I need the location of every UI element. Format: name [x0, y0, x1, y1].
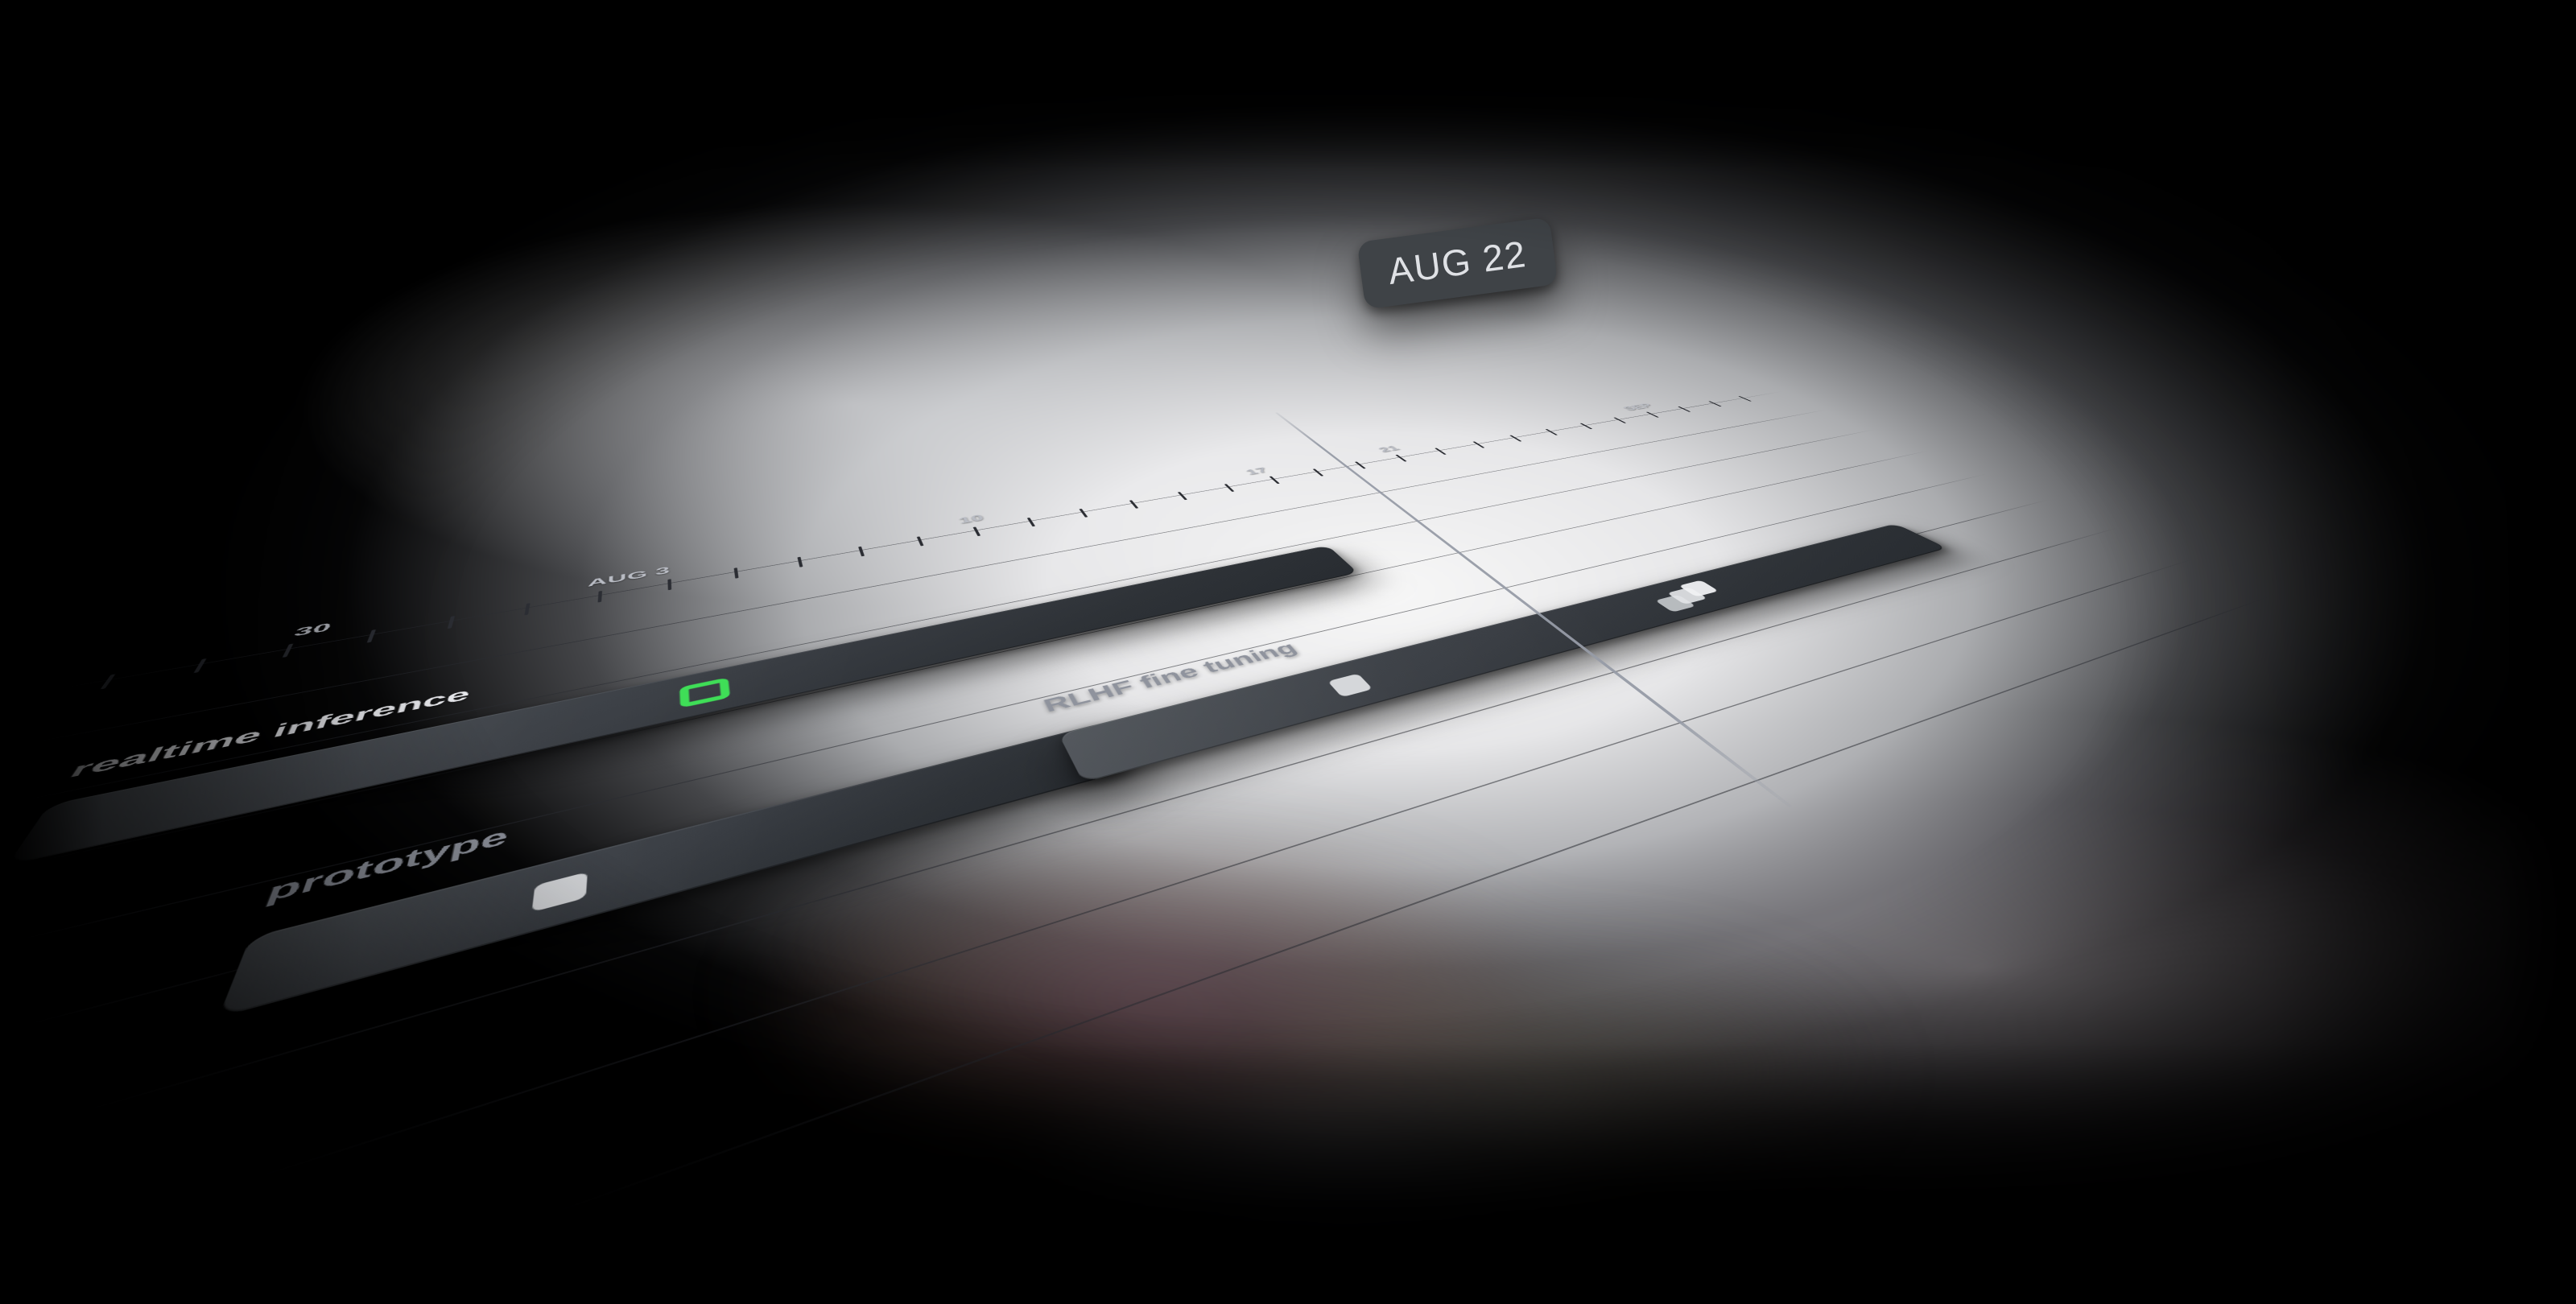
- axis-day-ticks: [52, 374, 1752, 690]
- bar-sheen: [7, 545, 1358, 865]
- tooltip-label: AUG 22: [1385, 232, 1530, 293]
- axis-tick-label-1: AUG 3: [587, 564, 671, 589]
- axis-day-tick: [916, 536, 924, 547]
- square-outline-icon[interactable]: [679, 677, 731, 711]
- axis-day-tick: [1177, 491, 1188, 501]
- axis-day-tick: [100, 674, 116, 690]
- today-marker-line: [1274, 412, 1794, 808]
- axis-day-tick: [1129, 500, 1139, 509]
- axis-day-tick: [858, 546, 865, 557]
- axis-day-tick: [1079, 508, 1088, 518]
- gridline: [0, 409, 1827, 757]
- axis-tick-label-4: 21: [1376, 444, 1403, 454]
- task-bar-realtime-inference[interactable]: [7, 545, 1358, 865]
- axis-day-tick: [1026, 517, 1036, 527]
- task-bar-rlhf-fine-tuning[interactable]: [1058, 523, 1947, 783]
- layers-stack-icon[interactable]: [1642, 578, 1739, 617]
- axis-tick-label-2: 10: [957, 513, 986, 526]
- axis-tick-label-0: 30: [291, 621, 334, 640]
- gridline: [0, 473, 1986, 1004]
- bar-sheen: [1058, 523, 1947, 783]
- axis-tick-label-3: 17: [1243, 465, 1271, 477]
- chart-plane: 30 AUG 3 10 17 21 SEP realtime inference…: [0, 374, 2355, 1304]
- axis-tick-label-5: SEP: [1620, 402, 1657, 412]
- axis-day-tick: [366, 629, 377, 643]
- axis-day-tick: [597, 590, 603, 603]
- axis-day-tick: [972, 526, 981, 537]
- axis-day-tick: [282, 643, 294, 658]
- axis-day-tick: [797, 556, 803, 567]
- rounded-square-icon[interactable]: [528, 870, 590, 918]
- axis-day-tick: [733, 567, 739, 579]
- axis-day-tick: [667, 579, 672, 591]
- axis-day-tick: [193, 658, 207, 674]
- axis-day-tick: [524, 603, 530, 616]
- axis-day-tick: [447, 616, 456, 629]
